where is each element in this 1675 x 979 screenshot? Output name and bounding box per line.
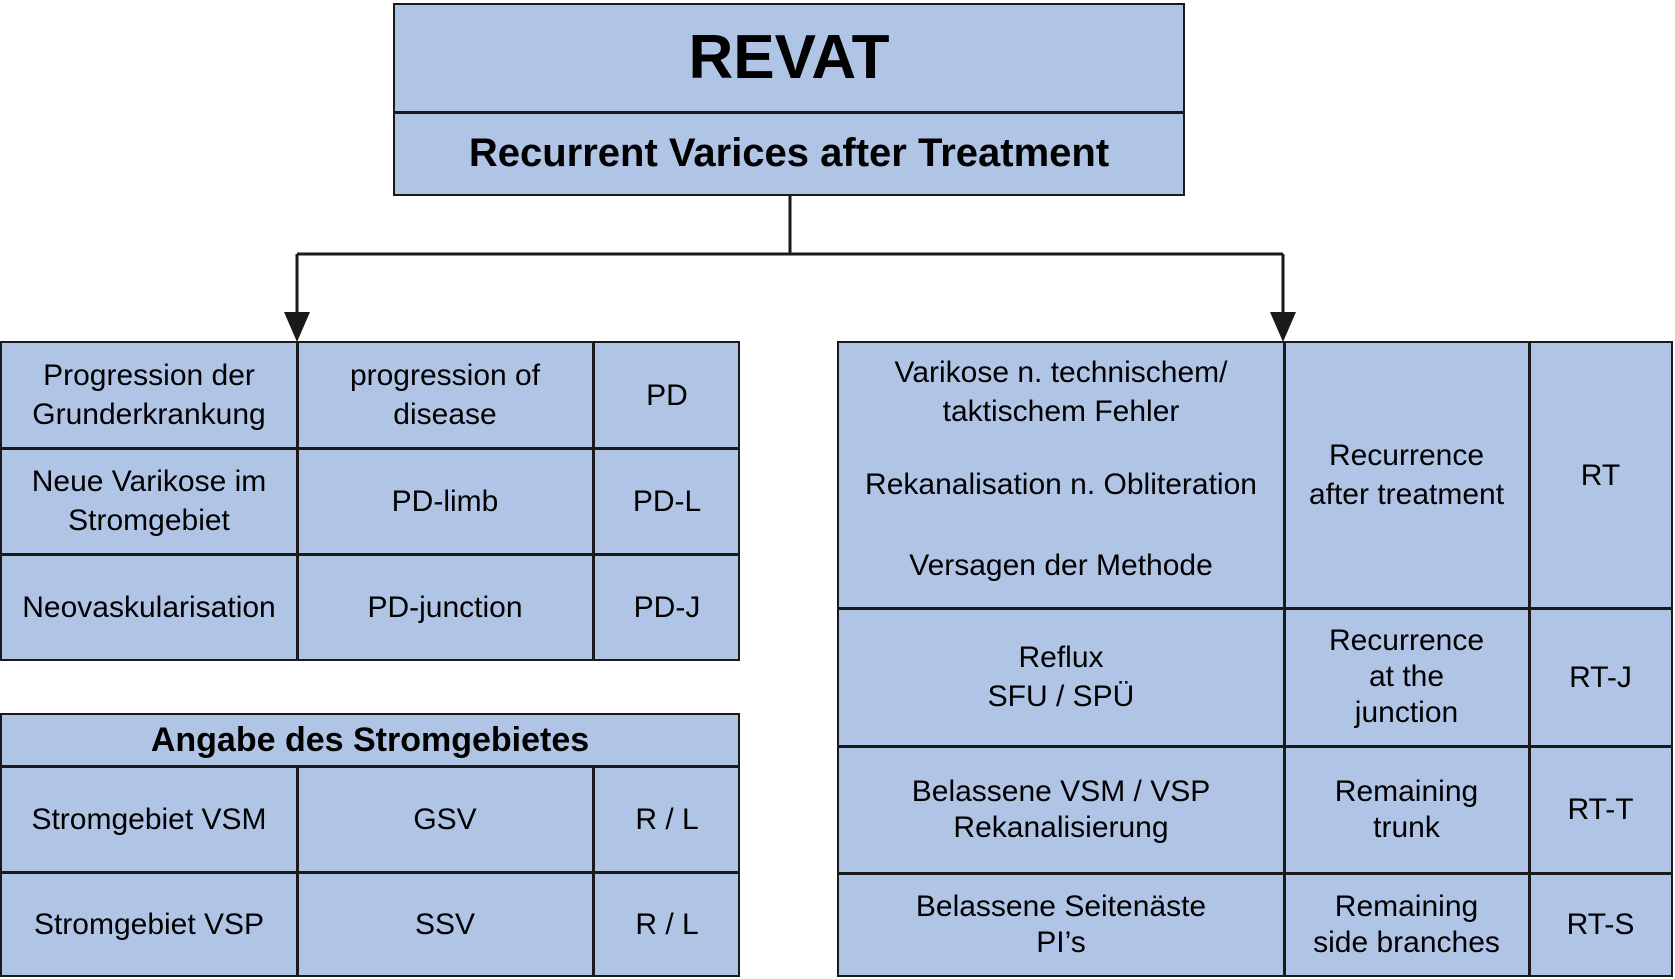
diagram-title: REVAT (688, 22, 890, 92)
col-divider (1283, 343, 1286, 975)
col-divider (296, 765, 299, 975)
row-divider (2, 765, 738, 768)
col-divider (592, 765, 595, 975)
progression-table: Progression der Grunderkrankung progress… (0, 341, 740, 661)
cell-text: progression of (349, 359, 541, 392)
row-divider (2, 447, 738, 450)
cell-text: Stromgebiet (68, 504, 230, 537)
table-cell-en: Remaining side branches (1285, 874, 1528, 975)
cell-text: Reflux (1018, 641, 1104, 674)
table-cell-de: Stromgebiet VSP (33, 907, 265, 941)
cell-text: taktischem Fehler (942, 395, 1180, 428)
header-divider (395, 111, 1183, 114)
table-cell-en: GSV (413, 802, 477, 836)
row-divider (2, 553, 738, 556)
cell-text: Belassene VSM / VSP (911, 774, 1211, 808)
cell-text: after treatment (1308, 478, 1505, 511)
cell-text: Progression der (43, 359, 255, 392)
cell-text: at the (1368, 660, 1445, 693)
cell-text: side branches (1313, 925, 1500, 959)
cell-text: Recurrence (1328, 624, 1485, 657)
header-box: REVAT Recurrent Varices after Treatment (393, 3, 1185, 196)
cell-text: Versagen der Methode (909, 549, 1213, 582)
cell-text: Neue Varikose im (31, 465, 267, 498)
cell-text: PI’s (1036, 925, 1086, 959)
table-cell-en: SSV (414, 907, 476, 941)
col-divider (296, 343, 299, 659)
arrowhead-right-icon (1270, 312, 1296, 342)
table-cell-de: Neue Varikose im Stromgebiet (2, 449, 296, 553)
table-cell-en: PD-junction (367, 590, 523, 624)
table-cell-code: RT-S (1566, 908, 1635, 941)
cell-text: SFU / SPÜ (987, 680, 1135, 713)
cell-text: Rekanalisation n. Obliteration (865, 468, 1257, 501)
territory-table: Angabe des Stromgebietes Stromgebiet VSM… (0, 713, 740, 977)
recurrence-table: Varikose n. technischem/ taktischem Fehl… (837, 341, 1673, 977)
cell-text: Recurrence (1328, 439, 1485, 472)
row-divider (2, 871, 738, 874)
cell-text: Rekanalisierung (953, 810, 1169, 844)
table-cell-code: PD-J (633, 590, 701, 624)
cell-text: Remaining (1334, 774, 1479, 808)
table-cell-de: Belassene Seitenäste PI’s (839, 874, 1283, 975)
table-cell-en: progression of disease (298, 343, 592, 447)
table-cell-de: Progression der Grunderkrankung (2, 343, 296, 447)
table-cell-de: Belassene VSM / VSP Rekanalisierung (839, 747, 1283, 872)
cell-text: Belassene Seitenäste (915, 889, 1207, 923)
table-cell-de: Stromgebiet VSM (31, 802, 267, 836)
col-divider (592, 343, 595, 659)
arrowhead-left-icon (284, 312, 310, 342)
cell-text: junction (1354, 696, 1459, 729)
connector-arrows (284, 196, 1296, 342)
col-divider (1528, 343, 1531, 975)
table-cell-en: PD-limb (391, 484, 499, 518)
table-cell-en: Recurrence after treatment (1285, 343, 1528, 607)
table-cell-en: Remaining trunk (1285, 747, 1528, 872)
table-cell-code: R / L (635, 907, 699, 941)
row-divider (839, 872, 1671, 875)
territory-heading: Angabe des Stromgebietes (150, 720, 590, 759)
table-cell-code: PD (646, 378, 688, 412)
cell-text: Varikose n. technischem/ (894, 356, 1228, 389)
table-cell-de: Reflux SFU / SPÜ (839, 609, 1283, 745)
table-cell-code: RT-T (1567, 793, 1634, 826)
table-cell-code: PD-L (632, 484, 702, 518)
table-cell-de: Neovaskularisation (22, 590, 276, 624)
cell-text: disease (393, 398, 497, 431)
cell-text: trunk (1373, 810, 1440, 844)
cell-text: Grunderkrankung (32, 398, 266, 431)
row-divider (839, 745, 1671, 748)
row-divider (839, 607, 1671, 610)
diagram-subtitle: Recurrent Varices after Treatment (468, 131, 1110, 175)
table-cell-code: R / L (635, 802, 699, 836)
cell-text: Remaining (1334, 889, 1479, 923)
table-cell-en: Recurrence at the junction (1285, 609, 1528, 745)
table-cell-code: RT-J (1569, 660, 1632, 694)
table-cell-code: RT (1580, 458, 1621, 492)
table-cell-de: Varikose n. technischem/ taktischem Fehl… (839, 343, 1283, 607)
